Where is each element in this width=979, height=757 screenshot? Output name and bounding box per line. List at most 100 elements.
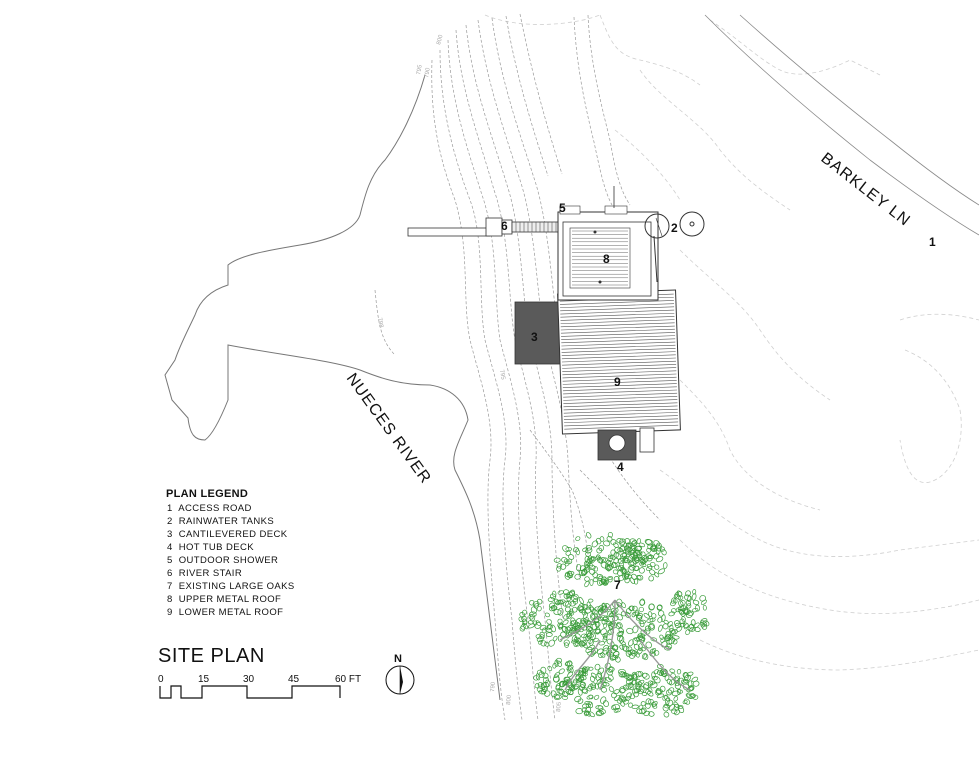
oak-leaf	[597, 580, 603, 586]
oak-leaf	[571, 639, 579, 644]
oak-leaf	[643, 653, 649, 661]
oak-branch	[564, 639, 601, 691]
oak-leaf	[655, 556, 664, 563]
oak-leaf	[520, 624, 526, 630]
oak-leaf	[626, 692, 632, 699]
oak-leaf	[599, 579, 606, 585]
oak-leaf	[548, 602, 556, 609]
oak-leaf	[667, 621, 673, 627]
oak-leaf	[579, 569, 586, 577]
oak-leaf	[607, 576, 614, 580]
scale-tick-label: 0	[158, 674, 164, 685]
oak-leaf	[665, 697, 670, 706]
oak-leaf	[586, 601, 592, 609]
oak-leaf	[548, 639, 556, 647]
oak-leaf	[668, 611, 675, 617]
oak-leaf	[585, 545, 592, 551]
oak-leaf	[662, 694, 668, 701]
oak-leaf	[586, 532, 592, 539]
oak-leaf	[598, 641, 606, 646]
river-label: NUECES RIVER	[343, 370, 434, 487]
oak-leaf	[691, 607, 699, 613]
oak-leaf	[582, 688, 588, 694]
oak-leaf	[632, 673, 638, 681]
oak-leaf	[591, 613, 599, 619]
oak-leaf	[638, 688, 644, 695]
oak-leaf	[594, 683, 599, 690]
oak-leaf	[521, 609, 527, 616]
oak-leaf	[585, 646, 593, 653]
oak-leaf	[636, 574, 644, 581]
oak-leaf	[616, 613, 623, 621]
oak-leaf	[553, 609, 562, 616]
oak-leaf	[575, 674, 582, 680]
oak-leaf	[682, 699, 688, 705]
oak-leaf	[654, 564, 660, 570]
oak-leaf	[657, 617, 663, 623]
oak-leaf	[610, 539, 617, 546]
oak-leaf	[591, 623, 598, 631]
oak-leaf	[579, 682, 586, 689]
oak-leaf	[565, 591, 573, 599]
oak-leaf	[621, 672, 628, 678]
oak-leaf	[617, 668, 626, 675]
oak-leaf	[587, 631, 593, 639]
oak-leaf	[619, 635, 625, 644]
oak-leaf	[603, 540, 611, 547]
oak-leaf	[607, 576, 613, 583]
oak-leaf	[595, 628, 601, 634]
oak-leaf	[593, 566, 599, 572]
oak-leaf	[638, 619, 647, 625]
oak-leaf	[592, 577, 599, 583]
oak-leaf	[636, 681, 643, 688]
barkley-ln-road	[704, 14, 979, 236]
oak-leaf	[662, 562, 668, 569]
oak-leaf	[689, 623, 695, 630]
oak-leaf	[700, 599, 707, 605]
oak-leaf	[569, 601, 576, 607]
oak-leaf	[645, 689, 651, 695]
oak-leaf	[614, 656, 621, 663]
oak-leaf	[577, 676, 585, 682]
oak-leaf	[579, 674, 587, 681]
oak-leaf	[569, 627, 575, 634]
oak-leaf	[646, 618, 654, 623]
oak-leaf	[639, 556, 646, 563]
oak-leaf	[623, 699, 629, 705]
oak-leaf	[600, 652, 606, 658]
oak-leaf	[539, 624, 547, 631]
oak-leaf	[659, 634, 664, 640]
legend-item: 5 OUTDOOR SHOWER	[167, 555, 278, 566]
oak-leaf	[645, 703, 651, 709]
oak-leaf	[565, 550, 571, 556]
oak-leaf	[609, 654, 617, 661]
oak-leaf	[536, 605, 542, 612]
legend-item: 6 RIVER STAIR	[167, 568, 242, 579]
oak-leaf	[578, 603, 585, 611]
site-number-9: 9	[614, 375, 621, 389]
oak-leaf	[619, 540, 625, 547]
oak-leaf	[575, 708, 584, 715]
oak-leaf	[579, 617, 586, 625]
oak-leaf	[589, 578, 594, 586]
oak-leaf	[571, 606, 578, 613]
oak-leaf	[685, 590, 691, 597]
oak-leaf	[656, 663, 664, 669]
oak-leaf	[563, 589, 570, 596]
oak-leaf	[651, 676, 658, 681]
river-bank	[164, 74, 501, 701]
existing-large-oaks	[518, 532, 710, 718]
oak-leaf	[601, 576, 608, 585]
oak-leaf	[567, 572, 574, 579]
oak-leaf	[554, 694, 562, 700]
oak-leaf	[598, 708, 606, 715]
oak-leaf	[631, 650, 638, 657]
contour-label: 795	[416, 64, 424, 76]
oak-leaf	[649, 561, 656, 568]
oak-leaf	[533, 675, 539, 681]
oak-leaf	[634, 557, 641, 563]
oak-leaf	[699, 595, 707, 602]
oak-leaf	[664, 675, 670, 681]
oak-leaf	[577, 698, 584, 704]
